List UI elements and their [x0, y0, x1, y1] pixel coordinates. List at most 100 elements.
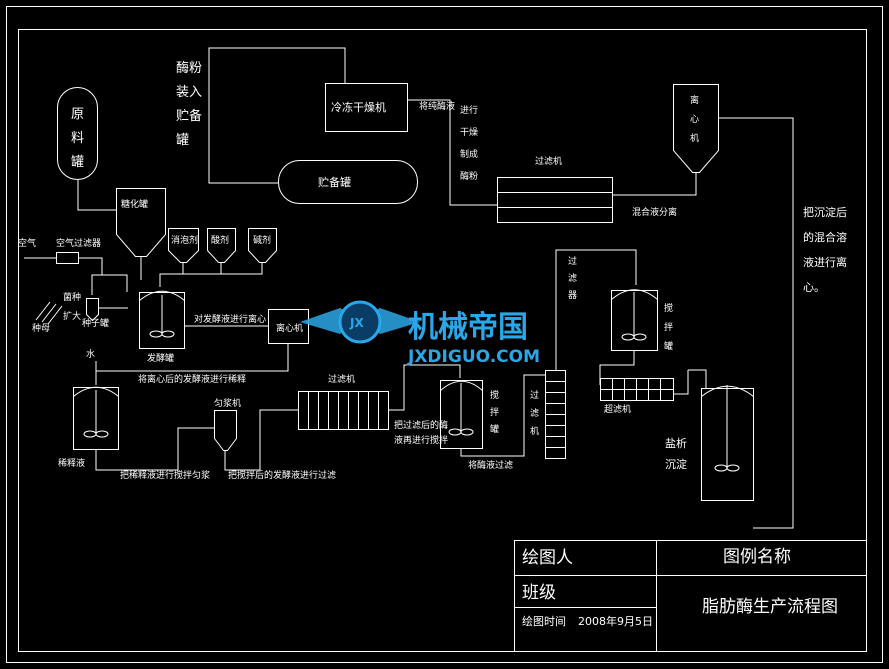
middle-mixer-ch-1: 搅: [490, 389, 499, 401]
alkali-hopper: [248, 228, 277, 263]
salting-out-line-2: 沉淀: [665, 457, 687, 471]
sediment-note-line-2: 的混合溶: [803, 230, 847, 244]
sediment-note: 把沉淀后 的混合溶 液进行离 心。: [803, 205, 847, 294]
pack-enzyme-label: 酶粉 装入 贮备 罐: [176, 60, 202, 148]
right-filter-v-ch-3: 机: [530, 425, 539, 437]
line-centrifuge-to-filter: [612, 172, 697, 196]
sediment-note-line-4: 心。: [803, 281, 825, 294]
stir-filtered-label-2: 液再进行搅拌: [394, 434, 448, 446]
seed-tank: [86, 298, 99, 322]
watermark: JX 机械帝国 JXDIGUO.COM: [300, 300, 540, 367]
filter-enzyme-label: 将酶液过滤: [468, 459, 513, 471]
drawing-name: 脂肪酶生产流程图: [702, 597, 838, 617]
stir-homogenize-label: 把稀释液进行搅拌匀浆: [120, 469, 210, 481]
storage-tank-label: 贮备罐: [318, 175, 351, 189]
line-salting-to-centrifuge: [718, 117, 794, 529]
right-mixer-label: 搅 拌 罐: [664, 302, 673, 352]
air-filter: [56, 252, 79, 264]
agent-hoppers: 消泡剂 酸剂 碱剂: [159, 228, 277, 287]
expand-label: 扩大: [63, 310, 81, 322]
top-filter: [497, 177, 613, 223]
dry-enzyme-ch-3: 制成: [460, 148, 478, 160]
raw-tank-label: 原 料 罐: [71, 107, 84, 170]
middle-filter: [298, 391, 389, 430]
dilution-tank-label: 稀释液: [58, 457, 85, 469]
line-raw-to-saccharify: [77, 180, 116, 211]
filter-after-stir-label: 把搅拌后的发酵液进行过滤: [228, 469, 336, 481]
water-label: 水: [86, 348, 95, 360]
homogenizer-label: 匀浆机: [214, 397, 241, 409]
dilute-label: 将离心后的发酵液进行稀释: [138, 373, 246, 385]
line-dilution-to-homogenizer: [95, 427, 214, 471]
watermark-cn: 机械帝国: [408, 310, 528, 345]
centrifuge-ferment-label: 对发酵液进行离心: [194, 313, 266, 325]
sediment-note-line-3: 液进行离: [803, 255, 847, 269]
date-value: 2008年9月5日: [578, 614, 653, 628]
saccharify-tank-label: 糖化罐: [121, 198, 148, 210]
right-filter-v-label: 过 滤 机: [530, 389, 539, 437]
line-ultrafilter-to-salting: [688, 369, 707, 388]
pack-enzyme-ch-2: 装入: [176, 85, 202, 100]
raw-tank-ch-2: 料: [71, 131, 84, 146]
saccharify-tank: [116, 188, 166, 257]
pack-enzyme-ch-4: 罐: [176, 133, 189, 148]
seed-label: 菌种: [63, 291, 81, 303]
pure-enzyme-label: 将纯酶液: [419, 100, 455, 112]
seed-tank-label: 种子罐: [82, 317, 109, 329]
middle-filter-label: 过滤机: [328, 373, 355, 385]
pack-enzyme-ch-1: 酶粉: [176, 60, 202, 76]
alkali-label: 碱剂: [253, 234, 271, 246]
line-filter-to-right-mixer: [555, 249, 637, 370]
watermark-badge: JX: [349, 316, 364, 330]
acid-hopper: [207, 228, 236, 263]
date-label: 绘图时间: [522, 614, 566, 628]
right-filter-label: 过 滤 器: [568, 255, 577, 301]
middle-mixer-ch-2: 拌: [490, 406, 499, 418]
outer-frame: [6, 6, 883, 663]
dry-enzyme-ch-4: 酶粉: [460, 170, 478, 182]
top-centrifuge-ch-1: 离: [690, 94, 699, 106]
salting-out-line-1: 盐析: [665, 436, 687, 450]
salting-out-label: 盐析 沉淀: [665, 436, 687, 471]
line-dryer-to-storage: [208, 47, 346, 184]
air-label: 空气: [18, 237, 36, 249]
right-mixer-ch-1: 搅: [664, 302, 673, 314]
title-block: 绘图人 班级 绘图时间 2008年9月5日 图例名称 脂肪酶生产流程图: [514, 540, 867, 652]
right-filter-ch-2: 滤: [568, 272, 577, 284]
acid-label: 酸剂: [211, 234, 229, 246]
drawer-label: 绘图人: [522, 548, 573, 568]
seed-culture-label: 种母: [32, 322, 50, 334]
middle-mixer-label: 搅 拌 罐: [490, 389, 499, 435]
raw-tank-ch-1: 原: [71, 107, 84, 122]
line-filter-to-mixer: [388, 364, 461, 411]
right-mixer-ch-3: 罐: [664, 340, 673, 352]
raw-tank: [57, 87, 98, 180]
dry-enzyme-ch-1: 进行: [460, 104, 478, 116]
defoamer-hopper: [168, 228, 199, 263]
homogenizer: [214, 410, 237, 451]
line-mixer-to-filter: [460, 374, 545, 457]
right-filter-ch-1: 过: [568, 255, 577, 267]
dry-enzyme-label: 进行 干燥 制成 酶粉: [460, 104, 478, 182]
freeze-dryer: [325, 83, 408, 132]
ferment-tank: [139, 292, 185, 349]
ultrafilter-label: 超滤机: [604, 403, 631, 415]
ferment-tank-label: 发酵罐: [147, 352, 174, 364]
air-filter-label: 空气过滤器: [56, 237, 101, 249]
right-filter-ch-3: 器: [568, 290, 577, 301]
small-centrifuge-label: 离心机: [276, 322, 303, 334]
right-mixer-ch-2: 拌: [664, 321, 673, 333]
class-label: 班级: [522, 583, 556, 603]
legend-label: 图例名称: [723, 547, 791, 567]
top-centrifuge-ch-3: 机: [690, 132, 699, 144]
sediment-note-line-1: 把沉淀后: [803, 205, 847, 219]
pack-enzyme-ch-3: 贮备: [176, 108, 202, 124]
top-centrifuge: [673, 84, 719, 173]
raw-tank-ch-3: 罐: [71, 155, 84, 170]
top-filter-label: 过滤机: [535, 155, 562, 167]
watermark-gear-icon: [338, 300, 382, 344]
freeze-dryer-label: 冷冻干燥机: [331, 100, 386, 114]
middle-mixer-ch-3: 罐: [490, 423, 499, 435]
line-air: [78, 257, 103, 275]
